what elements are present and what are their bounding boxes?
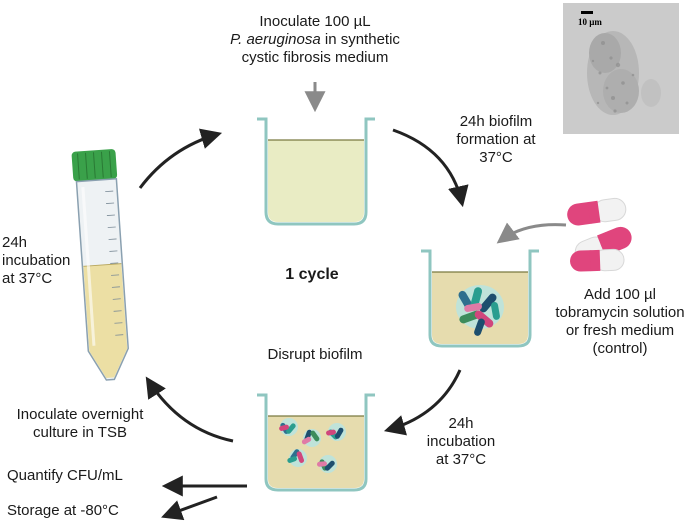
add-line4: (control) [592,340,648,357]
inoculate-species: P. aeruginosa [230,31,321,48]
antibiotic-capsules [567,197,632,272]
add-line1: Add 100 µl [583,286,657,303]
incubation-bottom-line2: incubation [426,433,496,450]
inoculate-label: Inoculate 100 µL P. aeruginosa in synthe… [205,13,425,67]
biofilm-cluster [456,285,504,336]
add-treatment-label: Add 100 µl tobramycin solution or fresh … [555,286,685,358]
microscopy-texture [563,3,679,134]
inoculate-line1: Inoculate 100 µL [259,13,371,30]
scale-bar-label: 10 µm [578,17,602,27]
culture-tube [71,149,129,381]
arrow-storage [161,495,218,521]
microscopy-inset: 10 µm [563,3,679,134]
storage-label: Storage at -80°C [7,502,119,519]
add-line3: or fresh medium [565,322,675,339]
inoculate-line2-rest: in synthetic [320,31,400,48]
disrupt-label: Disrupt biofilm [267,346,363,363]
inoculate-line2: P. aeruginosa in synthetic [205,31,425,49]
arrow-top-well-to-right-well [392,128,469,208]
inoculate-line3: cystic fibrosis medium [241,49,389,66]
bottom-well [257,393,375,492]
scale-bar [581,11,593,14]
arrow-bottom-well-to-tube [145,376,234,443]
arrow-add-treatment [496,222,567,244]
overnight-line2: culture in TSB [33,424,127,441]
disrupted-clusters [279,418,346,473]
quantify-label: Quantify CFU/mL [7,467,123,484]
arrow-tube-to-top-well [138,128,223,189]
add-line2: tobramycin solution [555,304,685,321]
biofilm-formation-label: 24h biofilm formation at 37°C [441,113,551,167]
incubation-left-line3: at 37°C [2,270,53,287]
incubation-bottom-label: 24h incubation at 37°C [406,415,516,469]
overnight-culture-label: Inoculate overnight culture in TSB [0,406,160,442]
incubation-bottom-line1: 24h [448,415,474,432]
biofilm-line1: 24h biofilm [459,113,533,130]
incubation-left-line1: 24h [2,234,28,251]
arrow-right-well-to-bottom-well [383,369,462,436]
biofilm-line3: 37°C [479,149,513,166]
cycle-label: 1 cycle [285,266,339,283]
right-well [421,249,539,348]
incubation-bottom-line3: at 37°C [435,451,487,468]
top-well [257,117,375,226]
biofilm-line2: formation at [456,131,536,148]
incubation-left-line2: incubation [2,252,71,269]
incubation-left-label: 24h incubation at 37°C [2,234,70,288]
overnight-line1: Inoculate overnight [16,406,144,423]
